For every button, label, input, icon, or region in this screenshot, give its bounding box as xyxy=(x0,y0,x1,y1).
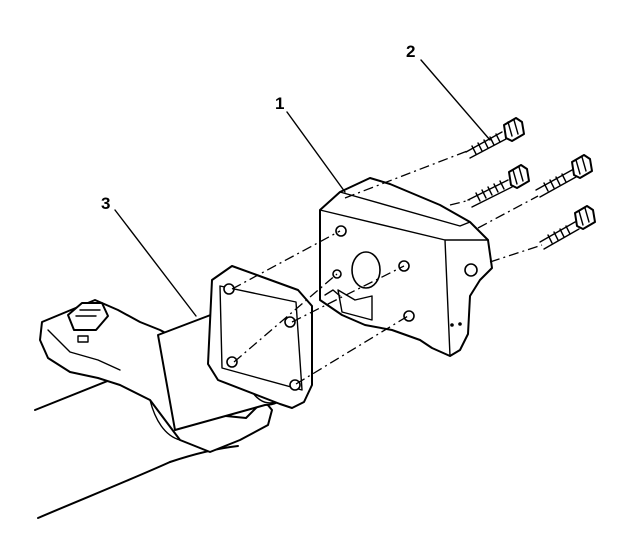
bolt-2 xyxy=(467,164,530,208)
flange-plate xyxy=(207,265,313,409)
leader-lines xyxy=(114,59,491,317)
bolt-4 xyxy=(539,205,596,250)
bolt-1 xyxy=(465,117,525,159)
callout-1: 1 xyxy=(275,94,284,113)
bolt-3 xyxy=(535,154,593,198)
callout-3: 3 xyxy=(101,194,110,213)
bracket-housing xyxy=(319,177,493,357)
alignment-lines xyxy=(231,149,543,385)
bolts xyxy=(465,117,596,250)
callouts: 1 2 3 xyxy=(101,42,415,213)
callout-2: 2 xyxy=(406,42,415,61)
